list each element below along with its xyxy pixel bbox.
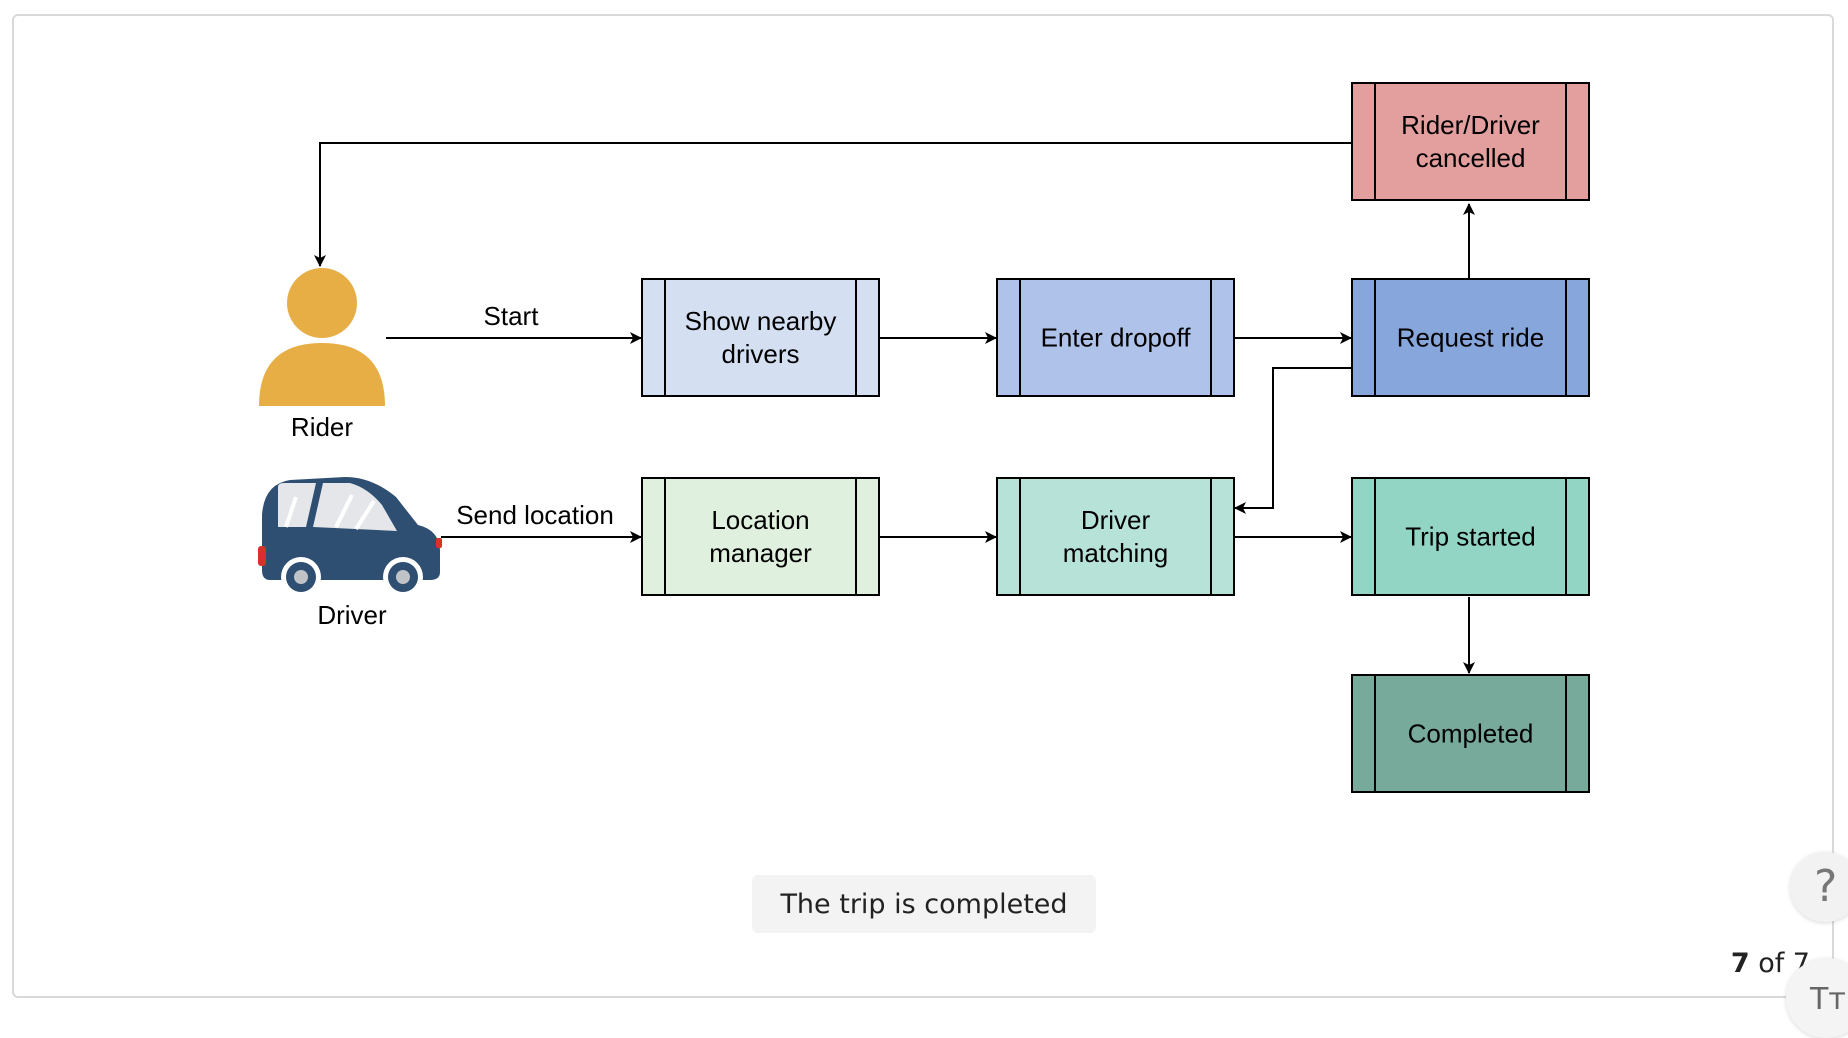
driver-car-icon [258,477,442,597]
node-label-line: Completed [1408,719,1534,749]
node-request-ride: Request ride [1351,278,1590,397]
edge-request-to-matching [1234,367,1351,514]
edge-label-start: Start [484,301,540,331]
node-label-line: Location [711,505,809,535]
edges [314,142,1475,674]
pager-current: 7 [1730,948,1750,979]
question-mark-icon: ? [1814,861,1838,912]
edge-label-send-location: Send location [456,500,614,530]
node-label-line: Rider/Driver [1401,110,1540,140]
rider-person-icon [259,268,385,406]
node-label-line: cancelled [1416,143,1526,173]
text-size-icon: Tт [1810,982,1846,1017]
edge-cancelled-to-rider [314,142,1351,267]
node-label-line: Enter dropoff [1041,323,1192,353]
node-label-line: matching [1063,538,1169,568]
node-label-line: manager [709,538,812,568]
node-label-line: Trip started [1405,522,1536,552]
node-label-line: Request ride [1397,323,1544,353]
rider-label: Rider [291,412,353,442]
driver-label: Driver [317,600,387,630]
node-label-line: drivers [721,339,799,369]
node-label-line: Driver [1081,505,1151,535]
slide-caption: The trip is completed [752,875,1096,933]
node-enter-dropoff: Enter dropoff [996,278,1235,397]
node-completed: Completed [1351,674,1590,793]
node-label-line: Show nearby [685,306,837,336]
help-button[interactable]: ? [1790,852,1848,922]
node-trip-started: Trip started [1351,477,1590,596]
